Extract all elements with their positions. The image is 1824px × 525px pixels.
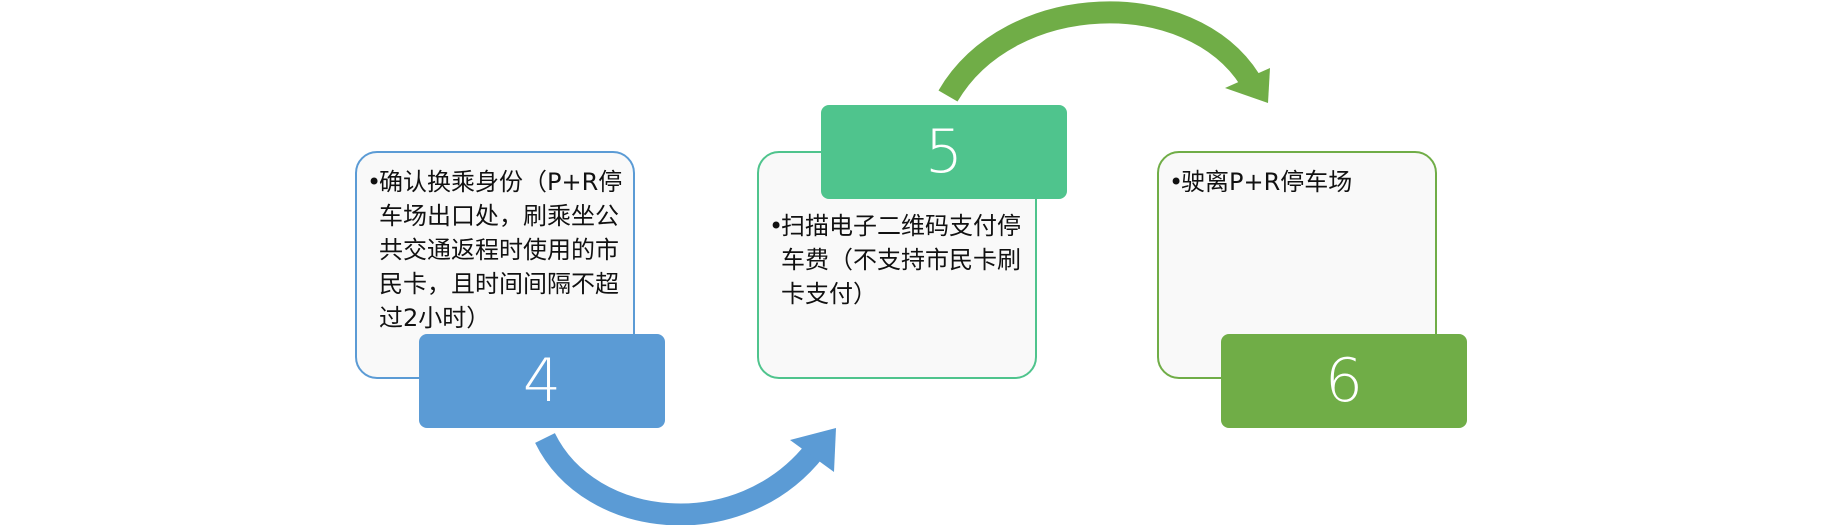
step-6-text: 驶离P+R停车场 — [1181, 168, 1353, 196]
step-6-number: 6 — [1324, 346, 1364, 416]
arrow-4-to-5 — [535, 428, 836, 525]
step-5-number: 5 — [924, 117, 964, 187]
step-4-number: 4 — [522, 346, 562, 416]
bullet: • — [367, 168, 382, 196]
step-5-text: 扫描电子二维码支付停车费（不支持市民卡刷卡支付） — [781, 212, 1021, 308]
step-4-text: 确认换乘身份（P+R停车场出口处，刷乘坐公共交通返程时使用的市民卡，且时间间隔不… — [379, 168, 623, 332]
arrow-5-to-6 — [938, 1, 1270, 103]
bullet: • — [1169, 168, 1184, 196]
step-6-number-box: 6 — [1221, 334, 1467, 428]
step-5-number-box: 5 — [821, 105, 1067, 199]
step-4-number-box: 4 — [419, 334, 665, 428]
bullet: • — [769, 212, 784, 240]
